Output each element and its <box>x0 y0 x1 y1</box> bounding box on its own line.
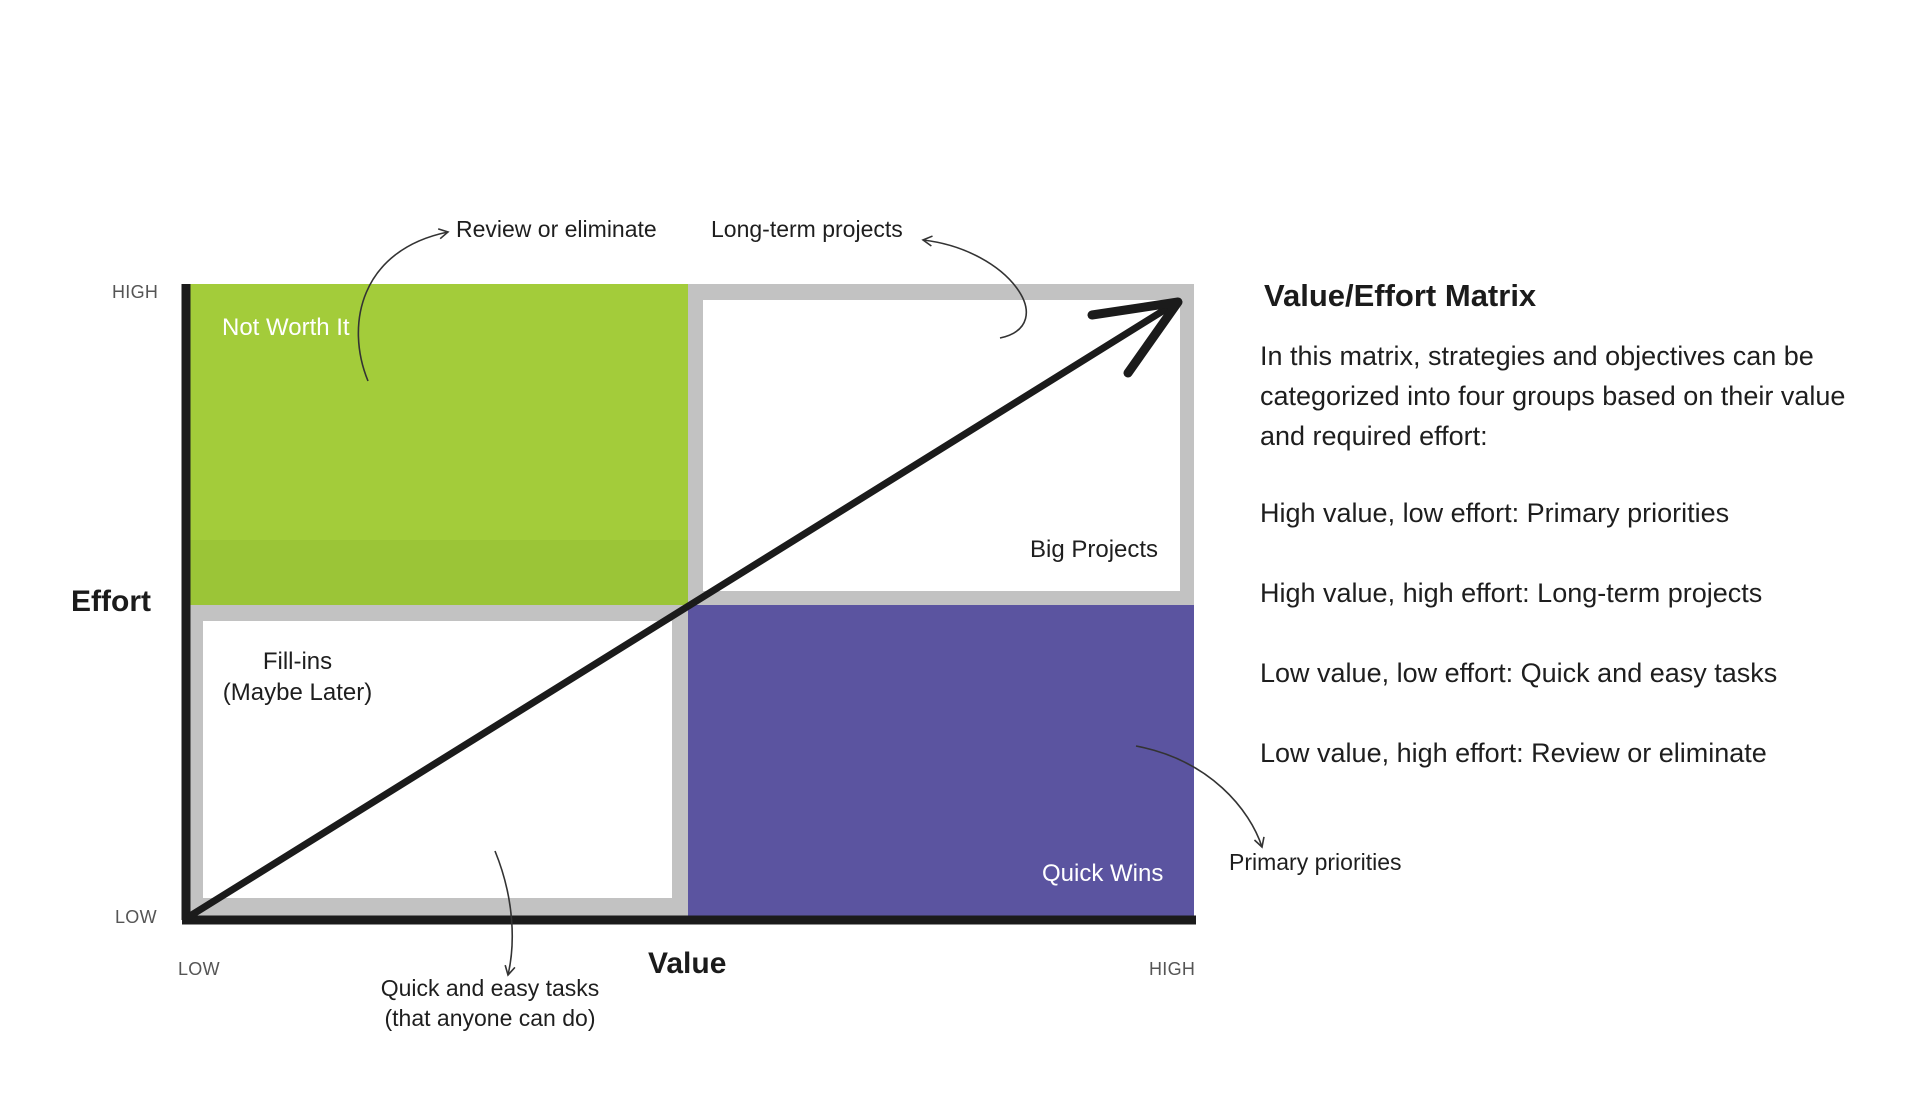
quadrant-quick-wins <box>688 605 1194 916</box>
diagonal-arrow-head <box>1087 297 1183 378</box>
quadrant-not-worth-it-shade <box>182 540 688 605</box>
long-term-pointer <box>921 235 1028 339</box>
panel-item-quick-easy: Low value, low effort: Quick and easy ta… <box>1260 658 1778 688</box>
panel-intro-line3: and required effort: <box>1260 421 1488 451</box>
fill-ins-line1: Fill-ins <box>262 648 333 675</box>
panel-intro-line2: categorized into four groups based on th… <box>1260 381 1846 411</box>
annotation-quick-easy: Quick and easy tasks (that anyone can do… <box>372 973 608 1033</box>
primary-pointer <box>1135 745 1265 849</box>
quadrant-label-quick-wins: Quick Wins <box>1042 860 1164 887</box>
panel-item-review: Low value, high effort: Review or elimin… <box>1260 738 1767 768</box>
quick-easy-line1: Quick and easy tasks <box>380 975 600 1001</box>
panel-item-primary: High value, low effort: Primary prioriti… <box>1260 498 1730 528</box>
fill-ins-line2: (Maybe Later) <box>222 679 373 706</box>
panel-intro-line1: In this matrix, strategies and objective… <box>1260 341 1814 371</box>
quadrant-label-fill-ins: Fill-ins (Maybe Later) <box>220 646 375 708</box>
review-pointer <box>357 228 450 382</box>
annotation-primary: Primary priorities <box>1229 849 1402 875</box>
y-axis-high-label: HIGH <box>112 282 159 302</box>
panel-intro: In this matrix, strategies and objective… <box>1260 336 1860 456</box>
annotation-review: Review or eliminate <box>456 216 657 242</box>
x-axis-high-label: HIGH <box>1149 959 1196 979</box>
x-axis-low-label: LOW <box>178 959 220 979</box>
quick-easy-pointer <box>494 850 516 977</box>
y-axis-title: Effort <box>71 585 151 618</box>
y-axis-low-label: LOW <box>115 907 157 927</box>
panel-title: Value/Effort Matrix <box>1264 278 1537 313</box>
panel-item-long-term: High value, high effort: Long-term proje… <box>1260 578 1763 608</box>
quick-easy-line2: (that anyone can do) <box>384 1005 596 1031</box>
quadrant-label-big-projects: Big Projects <box>1030 536 1159 563</box>
quadrant-label-not-worth-it: Not Worth It <box>222 314 350 341</box>
diagonal-arrow-shaft <box>186 300 1178 920</box>
annotation-long-term: Long-term projects <box>711 216 903 242</box>
x-axis-title: Value <box>648 947 727 980</box>
